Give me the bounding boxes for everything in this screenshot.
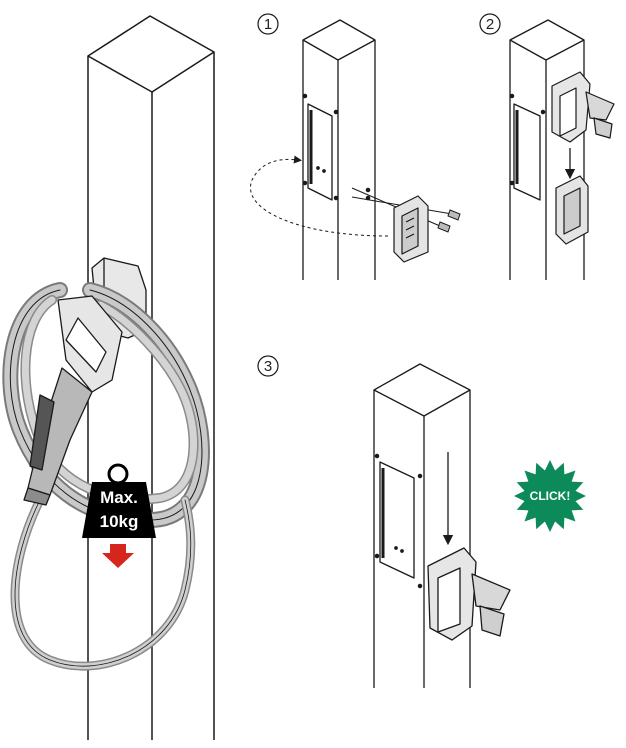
click-badge: CLICK! [514, 460, 586, 532]
step-1: 1 [250, 13, 461, 280]
step-1-number: 1 [264, 16, 272, 33]
weight-limit-badge: Max. 10kg [82, 463, 156, 568]
step-3: 3 CLICK! [257, 355, 586, 688]
step-3-post [373, 363, 471, 688]
step-2: 2 [479, 13, 615, 280]
step-3-number: 3 [264, 358, 272, 375]
cable-holder-step-3 [427, 547, 511, 641]
step-1-post [302, 19, 376, 280]
step-2-post [509, 19, 585, 280]
weight-label-value: 10kg [100, 512, 139, 531]
click-label: CLICK! [530, 489, 571, 503]
weight-label-max: Max. [100, 488, 138, 507]
down-arrow-icon [102, 544, 134, 568]
mounting-plate [393, 195, 429, 263]
mounting-plate-step-2 [555, 175, 589, 245]
connector-plug [23, 295, 123, 506]
step-2-number: 2 [486, 16, 494, 33]
cable-holder-step-2 [551, 71, 615, 143]
